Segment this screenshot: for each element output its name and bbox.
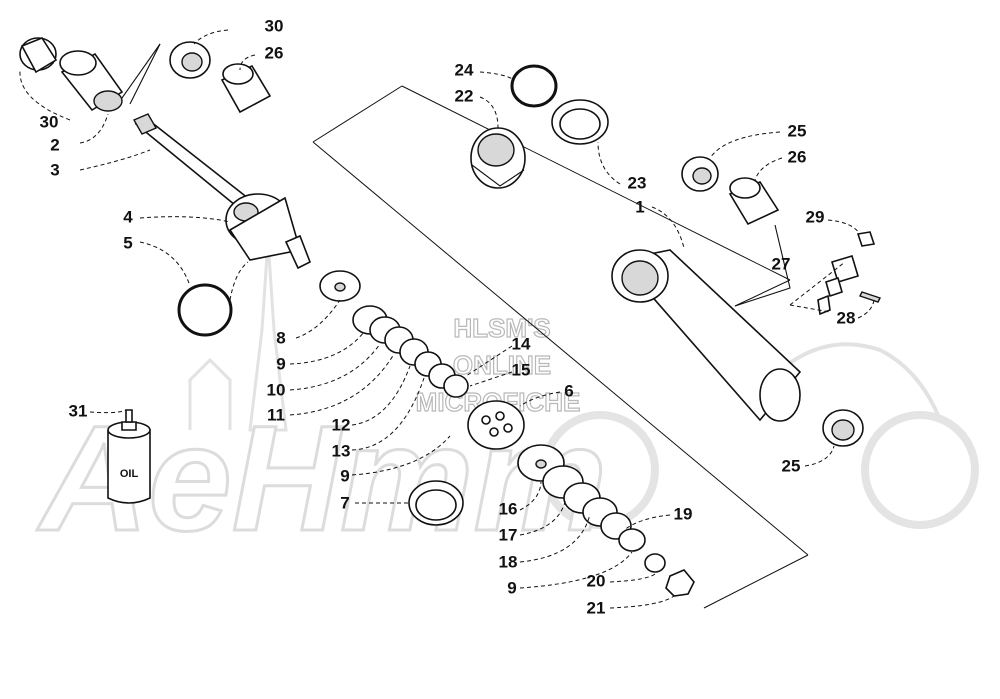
callout-13: 13 <box>332 441 351 460</box>
callout-29: 29 <box>806 207 825 226</box>
part-23-ring <box>551 99 609 145</box>
callout-15: 15 <box>512 360 531 379</box>
assembly-outline <box>312 85 809 609</box>
mount-line-top <box>121 43 161 99</box>
part-24-o-ring <box>510 64 558 108</box>
callout-9: 9 <box>507 578 516 597</box>
part-25-bushing-top-right <box>681 156 719 192</box>
callout-21: 21 <box>587 598 606 617</box>
mount-line-right <box>734 224 791 307</box>
part-5-o-ring <box>177 283 233 337</box>
callout-31: 31 <box>69 401 88 420</box>
callout-18: 18 <box>499 552 518 571</box>
callout-1: 1 <box>635 197 644 216</box>
callout-labels: 30 26 30 2 3 4 5 24 22 23 1 25 26 29 27 … <box>40 16 856 617</box>
part-22-piston-cap <box>470 127 526 189</box>
callout-14: 14 <box>512 334 531 353</box>
callout-17: 17 <box>499 525 518 544</box>
part-25-bushing-bottom-right <box>822 409 864 447</box>
part-29-cap <box>856 231 876 247</box>
watermark-line-1: HLSM'S <box>453 313 550 343</box>
callout-19: 19 <box>674 504 693 523</box>
part-28-core <box>859 291 881 303</box>
leader-lines <box>19 29 875 609</box>
callout-24: 24 <box>455 60 474 79</box>
washer-stack-lower <box>517 444 695 597</box>
callout-2: 2 <box>50 135 59 154</box>
washer-stack-upper <box>319 270 469 398</box>
callout-6: 6 <box>564 381 573 400</box>
callout-8: 8 <box>276 328 285 347</box>
leader-27-bracket <box>789 261 846 313</box>
callout-20: 20 <box>587 571 606 590</box>
callout-25: 25 <box>782 456 801 475</box>
part-30-bushing-top <box>169 41 211 79</box>
callout-5: 5 <box>123 233 132 252</box>
callout-9: 9 <box>276 354 285 373</box>
part-31-oil-bottle: OIL <box>107 409 151 504</box>
callout-23: 23 <box>628 173 647 192</box>
callout-10: 10 <box>267 380 286 399</box>
part-30-bushing-left <box>19 37 58 74</box>
part-26-sleeve-right <box>728 177 780 226</box>
part-26-sleeve-top <box>220 63 272 114</box>
part-20-washer <box>644 553 666 573</box>
watermark-line-2: ONLINE <box>453 350 551 380</box>
watermark-text: HLSM'S ONLINE MICROFICHE <box>415 312 581 417</box>
oil-label: OIL <box>120 468 139 480</box>
callout-16: 16 <box>499 499 518 518</box>
part-21-nut <box>665 569 695 597</box>
part-6-piston <box>467 400 525 450</box>
part-27-valve <box>817 255 859 316</box>
callout-26: 26 <box>265 43 284 62</box>
callout-28: 28 <box>837 308 856 327</box>
part-1-cylinder <box>611 249 802 422</box>
callout-26: 26 <box>788 147 807 166</box>
callout-12: 12 <box>332 415 351 434</box>
callout-3: 3 <box>50 160 59 179</box>
watermark-line-3: MICROFICHE <box>416 387 581 417</box>
callout-7: 7 <box>340 493 349 512</box>
callout-4: 4 <box>123 207 133 226</box>
callout-27: 27 <box>772 254 791 273</box>
callout-9: 9 <box>340 466 349 485</box>
callout-11: 11 <box>267 405 285 424</box>
callout-30: 30 <box>265 16 284 35</box>
mount-line-top-b <box>129 43 161 105</box>
callout-22: 22 <box>455 86 474 105</box>
part-4-shock-body-end <box>225 193 312 270</box>
part-15-washer <box>443 374 469 398</box>
part-2-cap <box>59 50 124 112</box>
callout-30: 30 <box>40 112 59 131</box>
part-7-piston-band <box>408 480 464 526</box>
callout-25: 25 <box>788 121 807 140</box>
part-3-shaft <box>133 113 260 215</box>
